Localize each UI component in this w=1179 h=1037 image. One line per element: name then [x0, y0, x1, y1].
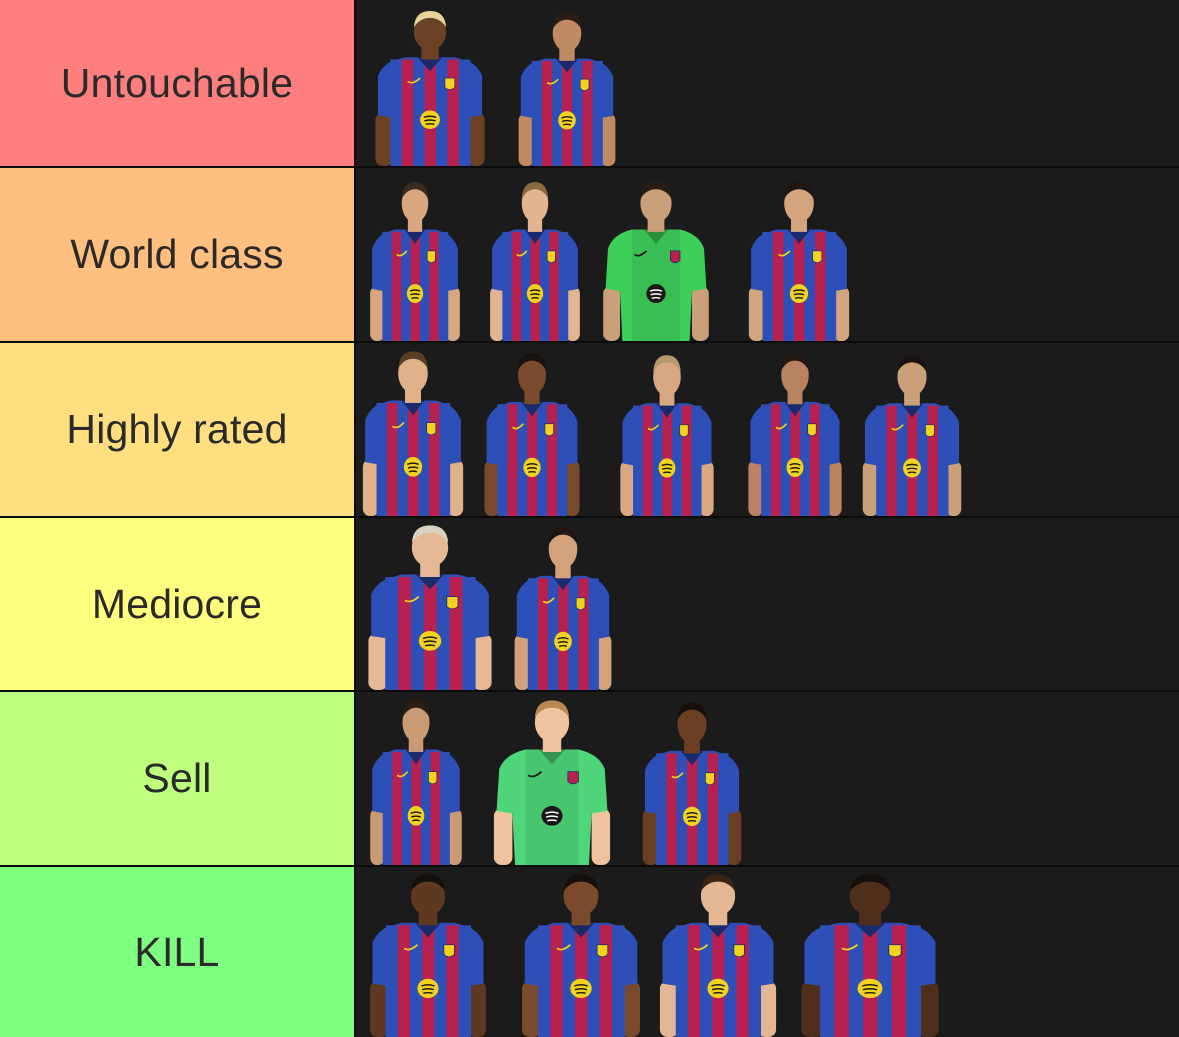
tier-label-untouchable: Untouchable: [0, 0, 354, 166]
player-card[interactable]: [742, 346, 848, 516]
player-image: [801, 874, 939, 1037]
player-image: [862, 355, 962, 516]
player-card[interactable]: [614, 348, 720, 516]
player-image: [370, 700, 462, 865]
player-image: [362, 351, 464, 516]
player-image: [659, 874, 777, 1037]
player-card[interactable]: [508, 520, 618, 690]
player-card[interactable]: [512, 6, 622, 166]
player-card[interactable]: [484, 175, 586, 341]
row-divider: [0, 690, 1179, 692]
player-image: [620, 355, 714, 516]
row-divider: [0, 516, 1179, 518]
player-image: [369, 874, 487, 1037]
player-card[interactable]: [596, 175, 716, 341]
tier-divider: [354, 0, 356, 166]
tier-divider: [354, 168, 356, 341]
player-card[interactable]: [360, 518, 500, 690]
tier-divider: [354, 867, 356, 1037]
tier-items-untouchable[interactable]: [356, 0, 1179, 166]
player-card[interactable]: [364, 175, 466, 341]
tier-label-highly-rated: Highly rated: [0, 343, 354, 516]
player-image: [518, 12, 616, 166]
player-card[interactable]: [478, 346, 586, 516]
tier-divider: [354, 343, 356, 516]
player-image: [484, 353, 580, 516]
player-card[interactable]: [368, 4, 492, 166]
row-divider: [0, 166, 1179, 168]
player-image: [514, 527, 612, 690]
tier-row-mediocre: Mediocre: [0, 518, 1179, 690]
tier-row-sell: Sell: [0, 692, 1179, 865]
player-card[interactable]: [356, 344, 470, 516]
row-divider: [0, 341, 1179, 343]
player-card[interactable]: [486, 693, 618, 865]
player-card[interactable]: [856, 348, 968, 516]
tier-label-sell: Sell: [0, 692, 354, 865]
player-card[interactable]: [652, 867, 784, 1037]
player-card[interactable]: [364, 693, 468, 865]
player-card[interactable]: [636, 695, 748, 865]
tier-label-kill: KILL: [0, 867, 354, 1037]
tier-items-kill[interactable]: [356, 867, 1179, 1037]
player-image: [642, 702, 742, 865]
player-image: [375, 10, 485, 166]
tier-row-world-class: World class: [0, 168, 1179, 341]
player-image: [748, 182, 850, 341]
tier-divider: [354, 518, 356, 690]
tier-label-world-class: World class: [0, 168, 354, 341]
player-image: [370, 182, 460, 341]
tier-row-highly-rated: Highly rated: [0, 343, 1179, 516]
tier-label-mediocre: Mediocre: [0, 518, 354, 690]
tier-divider: [354, 692, 356, 865]
tier-row-kill: KILL: [0, 867, 1179, 1037]
tier-items-world-class[interactable]: [356, 168, 1179, 341]
player-card[interactable]: [742, 175, 856, 341]
player-card[interactable]: [514, 867, 648, 1037]
tier-row-untouchable: Untouchable: [0, 0, 1179, 166]
tier-items-sell[interactable]: [356, 692, 1179, 865]
player-card[interactable]: [792, 867, 948, 1037]
player-image: [493, 700, 611, 865]
player-image: [522, 874, 640, 1037]
player-card[interactable]: [362, 867, 494, 1037]
tier-items-highly-rated[interactable]: [356, 343, 1179, 516]
player-image: [368, 525, 492, 690]
player-image: [748, 353, 842, 516]
player-image: [603, 182, 709, 341]
player-image: [490, 182, 580, 341]
tier-items-mediocre[interactable]: [356, 518, 1179, 690]
row-divider: [0, 865, 1179, 867]
